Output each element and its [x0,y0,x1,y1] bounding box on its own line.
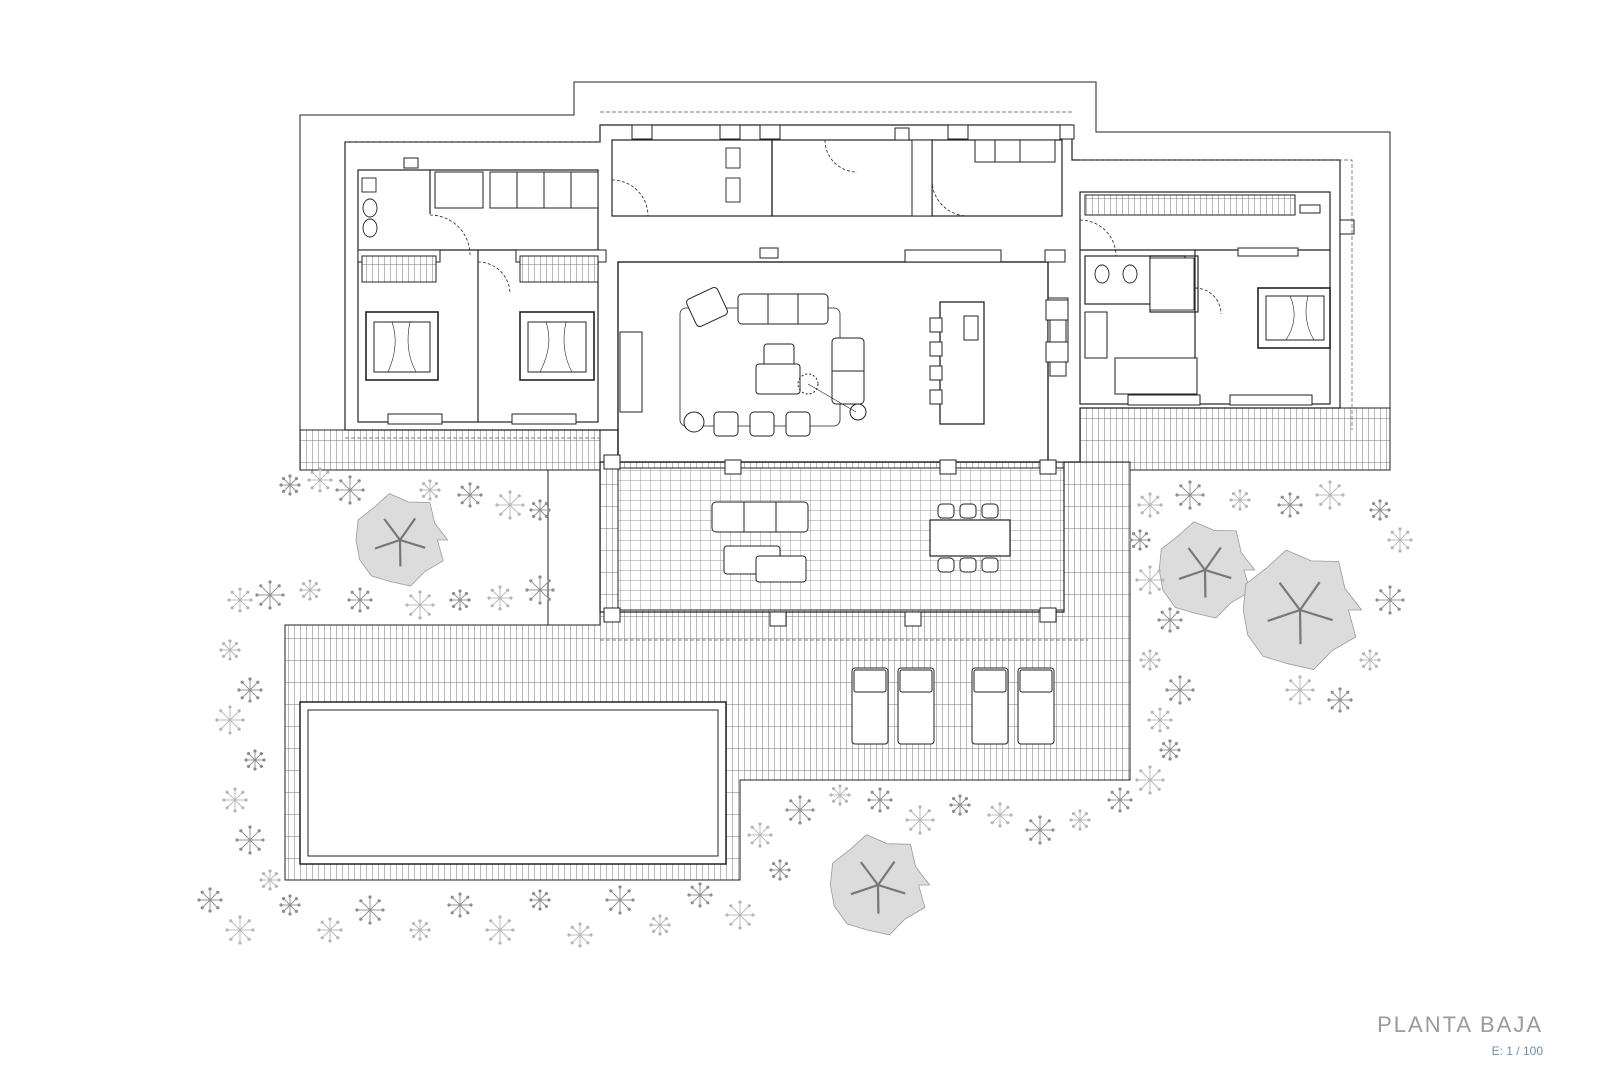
shrub-symbol [1165,675,1195,705]
shrub-symbol [747,822,773,848]
shrub-symbol [1159,739,1181,761]
shrub-symbol [649,914,671,936]
shrub-symbol [529,889,551,911]
shrub-symbol [1135,565,1165,595]
shrub-symbol [225,915,255,945]
roof-projection [345,111,1353,641]
shrub-symbol [1139,649,1161,671]
living-room-furniture [679,287,1069,437]
shrub-symbol [1375,585,1405,615]
shrub-symbol [1315,480,1345,510]
shrub-symbol [335,475,365,505]
shrub-symbol [1277,492,1303,518]
shrub-symbol [987,802,1013,828]
shrub-symbol [419,479,441,501]
bedroom-right-furniture [1127,287,1331,406]
shrub-symbol [687,882,713,908]
sun-loungers [851,667,1055,745]
shrub-symbol [279,474,301,496]
shrub-symbol [449,589,471,611]
shrub-symbol [219,639,241,661]
shrub-symbol [1069,809,1091,831]
plan-scale: E: 1 / 100 [1491,1044,1543,1058]
shrub-symbol [1387,527,1413,553]
shrub-symbol [1107,787,1133,813]
tree-symbol [355,493,449,587]
title-block: PLANTA BAJA E: 1 / 100 [1377,1012,1543,1058]
shrub-symbol [227,587,253,613]
bedroom-left-furniture [361,255,443,425]
shrub-symbol [237,677,263,703]
shrub-symbol [1137,492,1163,518]
shrub-symbol [1285,675,1315,705]
deck-right [1079,407,1391,471]
bedroom-middle-furniture [511,255,599,425]
shrub-symbol [1175,480,1205,510]
shrub-symbol [785,795,815,825]
bathroom-fixtures [361,147,1195,311]
shrub-symbol [567,922,593,948]
shrub-symbol [197,887,223,913]
shrub-symbol [222,787,248,813]
shrub-symbol [905,805,935,835]
shrub-symbol [495,490,525,520]
shrub-symbol [255,580,285,610]
shrub-symbol [355,895,385,925]
shrub-symbol [307,467,333,493]
tree-symbol [829,834,931,936]
shrub-symbol [1025,815,1055,845]
shrub-symbol [769,859,791,881]
shrub-symbol [347,587,373,613]
shrub-symbol [1369,499,1391,521]
shrub-symbol [485,915,515,945]
shrub-symbol [1327,687,1353,713]
tree-symbol [1242,549,1363,670]
shrub-symbol [405,590,435,620]
shrub-symbol [259,869,281,891]
tree-symbol [1158,521,1256,619]
shrub-symbol [279,894,301,916]
shrub-symbol [447,892,473,918]
shrub-symbol [1229,489,1251,511]
shrub-symbol [409,919,431,941]
shrub-symbol [299,579,321,601]
shrub-symbol [244,749,266,771]
shrub-symbol [1135,765,1165,795]
porch-furniture [711,501,1011,583]
swimming-pool [299,701,727,865]
shrub-symbol [1129,529,1151,551]
shrub-symbol [215,705,245,735]
deck-left [299,429,601,471]
shrub-symbol [829,784,851,806]
shrub-symbol [1359,649,1381,671]
shrub-symbol [317,917,343,943]
shrub-symbol [1157,607,1183,633]
shrub-symbol [235,825,265,855]
shrub-symbol [605,885,635,915]
doors [429,139,1222,315]
shrub-symbol [457,482,483,508]
vegetation [197,467,1413,948]
shrub-symbol [949,794,971,816]
plan-title: PLANTA BAJA [1377,1012,1543,1037]
shrub-symbol [487,585,513,611]
shrub-symbol [529,499,551,521]
shrub-symbol [1147,707,1173,733]
shrub-symbol [525,575,555,605]
shrub-symbol [867,787,893,813]
shrub-symbol [725,900,755,930]
